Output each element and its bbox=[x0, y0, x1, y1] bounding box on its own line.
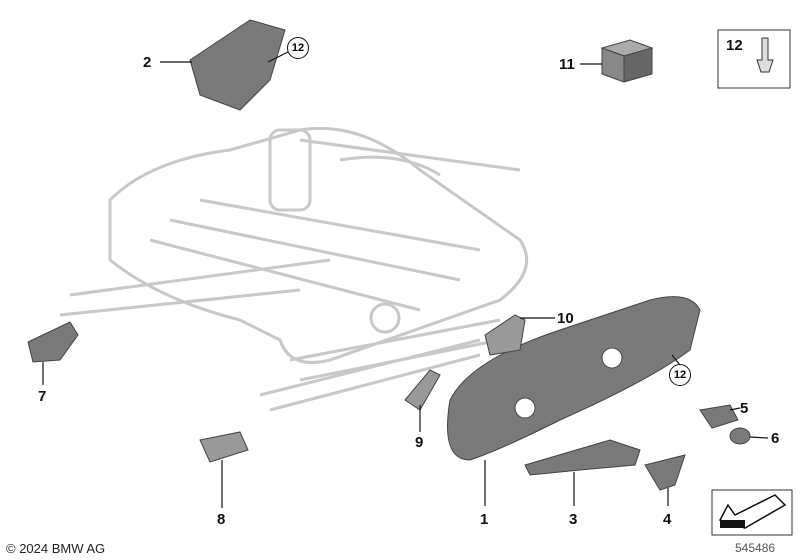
part-4-cap bbox=[644, 454, 686, 491]
part-10-bracket bbox=[484, 314, 526, 356]
part-label-8: 8 bbox=[217, 511, 226, 528]
part-label-3: 3 bbox=[569, 511, 578, 528]
part-7-cover bbox=[27, 321, 79, 363]
orientation-icon bbox=[711, 489, 793, 536]
ref-circle-12-panel: 12 bbox=[669, 364, 691, 386]
part-label-5: 5 bbox=[740, 400, 749, 417]
part-8-cover bbox=[199, 431, 249, 463]
part-11-box bbox=[600, 39, 654, 83]
part-label-7: 7 bbox=[38, 388, 47, 405]
part-5-knob bbox=[699, 404, 739, 429]
seat-frame bbox=[59, 126, 529, 412]
rivet-icon bbox=[756, 37, 774, 73]
part-9-bracket bbox=[404, 369, 441, 411]
part-12-box bbox=[717, 29, 791, 89]
part-label-2: 2 bbox=[143, 54, 152, 71]
part-2-cover bbox=[189, 19, 286, 111]
part-label-1: 1 bbox=[480, 511, 489, 528]
part-1-side-panel bbox=[447, 296, 701, 461]
copyright: © 2024 BMW AG bbox=[6, 541, 106, 556]
leader-lines bbox=[42, 51, 769, 508]
part-3-lever bbox=[524, 439, 641, 476]
part-label-11: 11 bbox=[559, 56, 575, 73]
part-label-4: 4 bbox=[663, 511, 672, 528]
part-label-9: 9 bbox=[415, 434, 424, 451]
part-label-6: 6 bbox=[771, 430, 780, 447]
part-label-12: 12 bbox=[726, 37, 743, 54]
part-label-10: 10 bbox=[557, 310, 574, 327]
part-6-cap bbox=[729, 427, 751, 445]
image-number: 545486 bbox=[735, 541, 776, 555]
ref-circle-12-top: 12 bbox=[287, 37, 309, 59]
